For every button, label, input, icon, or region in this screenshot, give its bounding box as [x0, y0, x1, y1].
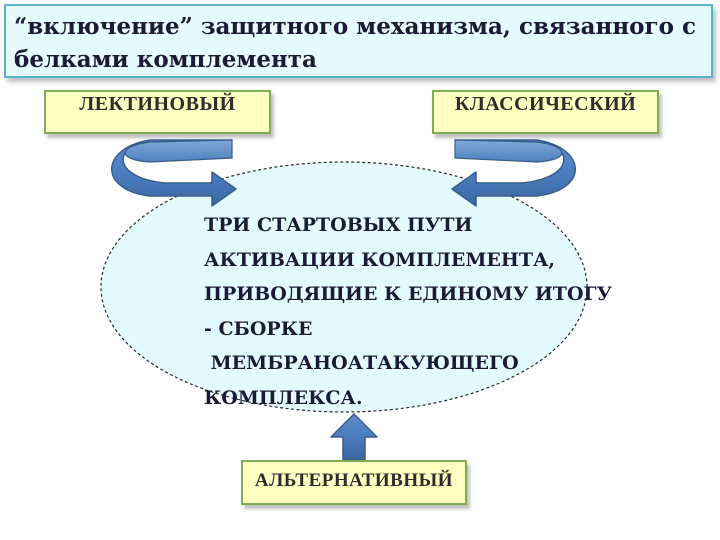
curved-arrow-right-icon	[451, 139, 576, 207]
center-description: ТРИ СТАРТОВЫХ ПУТИ АКТИВАЦИИ КОМПЛЕМЕНТА…	[204, 208, 613, 415]
center-line: КОМПЛЕКСА.	[204, 386, 363, 409]
pathway-box-lectin: ЛЕКТИНОВЫЙ	[44, 90, 271, 134]
title-line-2: белками комплемента	[14, 46, 317, 73]
pathway-label-lectin: ЛЕКТИНОВЫЙ	[79, 93, 236, 115]
pathway-label-classic: КЛАССИЧЕСКИЙ	[454, 93, 637, 115]
pathway-box-classic: КЛАССИЧЕСКИЙ	[432, 90, 659, 134]
center-line: МЕМБРАНОАТАКУЮЩЕГО	[204, 352, 519, 374]
up-arrow-icon	[330, 413, 378, 461]
curved-arrow-left-icon	[111, 139, 237, 207]
title-banner: “включение” защитного механизма, связанн…	[4, 4, 713, 78]
title-line-1: “включение” защитного механизма, связанн…	[14, 13, 696, 40]
center-ellipse	[100, 161, 588, 413]
pathway-box-alternative: АЛЬТЕРНАТИВНЫЙ	[241, 460, 467, 505]
center-line: - СБОРКЕ	[204, 317, 313, 340]
pathway-label-alternative: АЛЬТЕРНАТИВНЫЙ	[254, 470, 454, 491]
center-line: ПРИВОДЯЩИЕ К ЕДИНОМУ ИТОГУ	[204, 283, 613, 305]
center-line: ТРИ СТАРТОВЫХ ПУТИ	[204, 214, 473, 236]
center-line: АКТИВАЦИИ КОМПЛЕМЕНТА,	[204, 248, 556, 271]
